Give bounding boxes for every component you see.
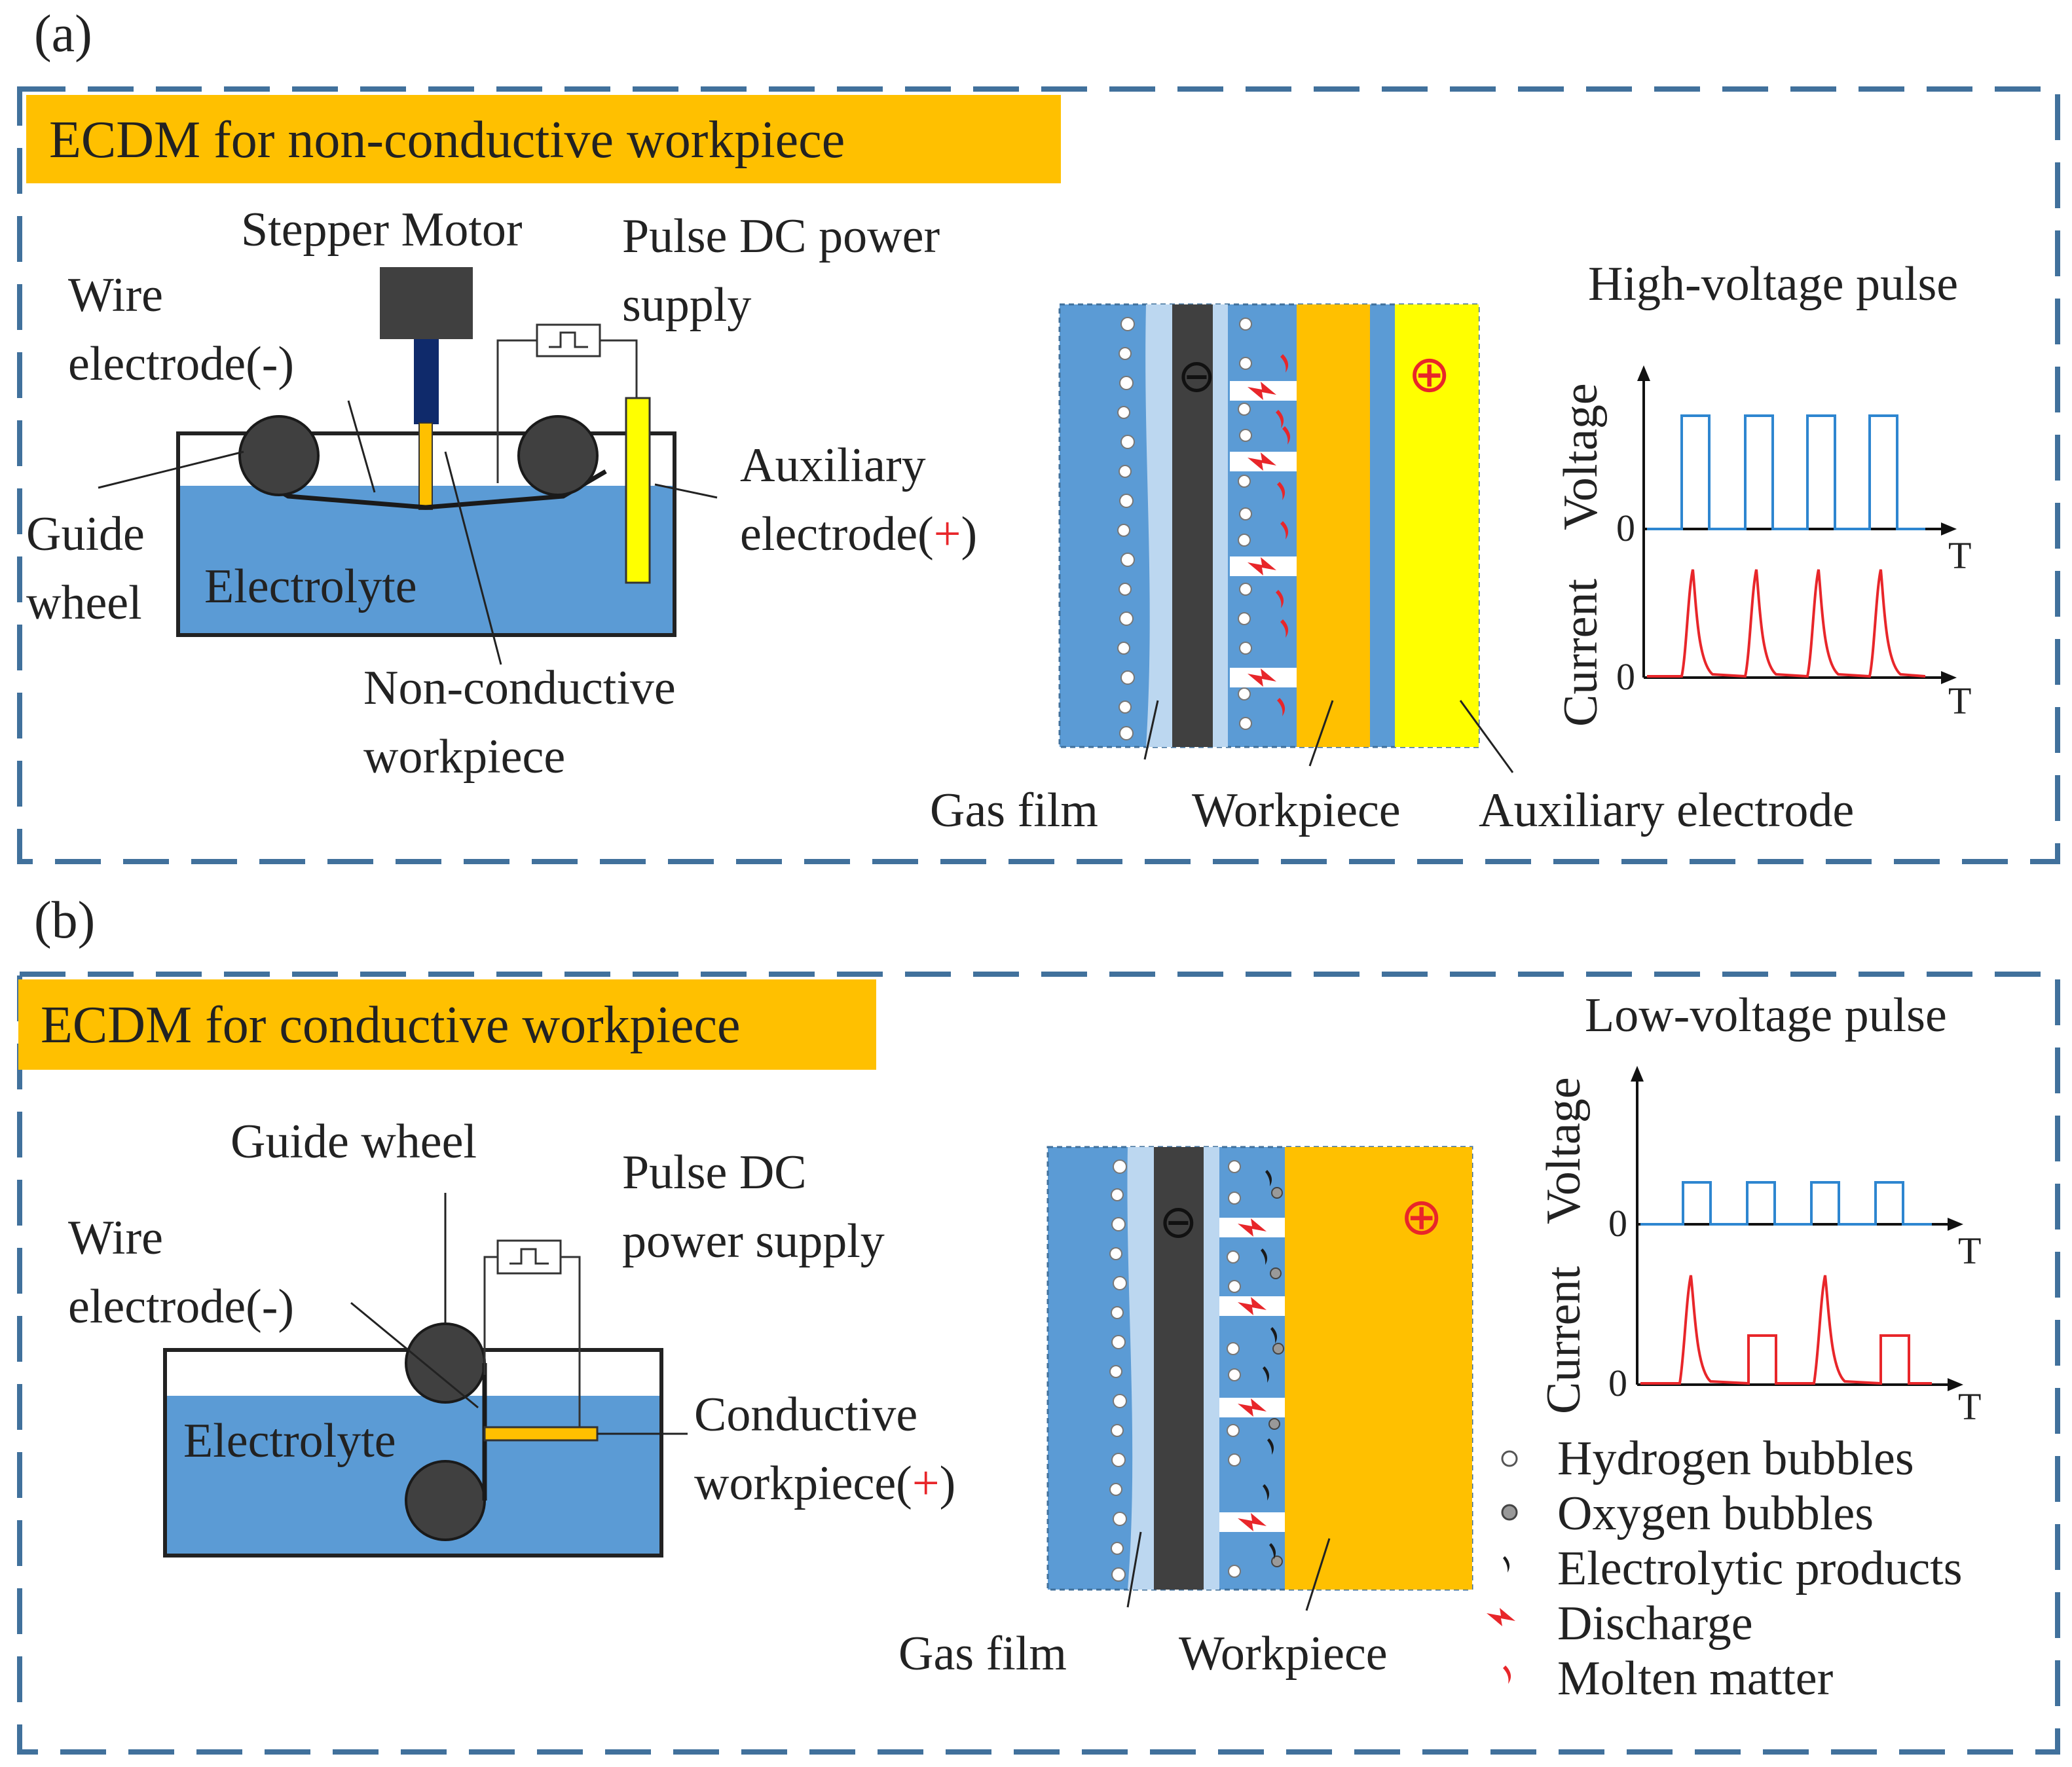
label-guide-a-2: wheel bbox=[26, 576, 142, 630]
label-aux-a-1: Auxiliary bbox=[740, 439, 926, 492]
label-gas-film-a: Gas film bbox=[930, 784, 1098, 837]
panel-a-frame bbox=[17, 86, 2060, 864]
pulse-supply-icon-a bbox=[536, 323, 601, 357]
waveform-b-zero-v: 0 bbox=[1608, 1202, 1627, 1245]
waveform-b-t2: T bbox=[1958, 1385, 1981, 1428]
label-wire-b-1: Wire bbox=[68, 1211, 163, 1265]
legend-hydrogen-icon bbox=[1501, 1450, 1518, 1467]
label-gas-film-b: Gas film bbox=[898, 1627, 1067, 1681]
label-wire-a-2: electrode(-) bbox=[68, 337, 294, 391]
leaders-a2 bbox=[1143, 700, 1514, 773]
panel-b-tag: (b) bbox=[34, 892, 95, 949]
conductive-workpiece-b bbox=[483, 1426, 599, 1442]
panel-b-frame bbox=[17, 972, 2060, 1755]
waveform-b-t1: T bbox=[1958, 1230, 1981, 1272]
voltage-trace-b bbox=[1640, 1181, 1932, 1226]
label-workpiece-b: Workpiece bbox=[1179, 1627, 1388, 1681]
hydrogen-bubbles-a-left bbox=[1117, 317, 1135, 740]
cross-section-a: ⊖ ⊕ bbox=[1058, 303, 1480, 748]
waveform-a-t2: T bbox=[1948, 680, 1971, 722]
label-conductive-1: Conductive bbox=[694, 1388, 917, 1442]
supply-wire-a bbox=[496, 339, 537, 483]
cathode-symbol-b: ⊖ bbox=[1159, 1195, 1198, 1248]
label-stepper-motor: Stepper Motor bbox=[241, 203, 523, 257]
discharge-gaps-b bbox=[1219, 1170, 1285, 1559]
pulse-supply-icon-b bbox=[496, 1239, 562, 1275]
panel-a-banner bbox=[26, 95, 1061, 183]
waveform-a: High-voltage pulse Voltage Current 0 0 T… bbox=[1554, 257, 1971, 727]
label-wire-b-2: electrode(-) bbox=[68, 1280, 294, 1334]
label-conductive-2: workpiece(+) bbox=[694, 1457, 955, 1510]
waveform-a-current-label: Current bbox=[1554, 579, 1608, 727]
supply-wire-b bbox=[483, 1256, 498, 1375]
label-workpiece-a: Workpiece bbox=[1192, 784, 1401, 837]
legend-discharge-label: Discharge bbox=[1557, 1597, 1753, 1650]
legend-discharge-icon bbox=[1487, 1608, 1515, 1626]
label-aux-electrode-a: Auxiliary electrode bbox=[1479, 784, 1854, 837]
label-guide-a-1: Guide bbox=[26, 507, 145, 561]
waveform-a-zero-v: 0 bbox=[1616, 507, 1635, 549]
stepper-motor bbox=[380, 267, 473, 339]
waveform-a-title: High-voltage pulse bbox=[1588, 257, 1958, 311]
motor-shaft bbox=[414, 339, 439, 424]
anode-symbol-a: ⊕ bbox=[1408, 345, 1451, 404]
guide-wheel-left bbox=[238, 415, 320, 496]
label-electrolyte-b: Electrolyte bbox=[183, 1414, 396, 1468]
tank-a bbox=[176, 431, 676, 637]
hydrogen-bubbles-a-right bbox=[1238, 318, 1252, 730]
panel-b-banner-text: ECDM for conductive workpiece bbox=[41, 996, 741, 1054]
waveform-b-voltage-label: Voltage bbox=[1537, 1077, 1591, 1224]
legend-molten-label: Molten matter bbox=[1557, 1652, 1833, 1705]
waveform-b-title: Low-voltage pulse bbox=[1585, 989, 1947, 1042]
supply-wire-a2 bbox=[600, 339, 638, 398]
hydrogen-bubbles-b-left bbox=[1109, 1159, 1127, 1582]
leaders-a bbox=[98, 400, 718, 665]
legend-oxygen-icon bbox=[1501, 1504, 1518, 1521]
leaders-b2 bbox=[1126, 1531, 1331, 1611]
label-pulse-a-2: supply bbox=[622, 278, 751, 332]
legend: Hydrogen bubbles Oxygen bubbles Electrol… bbox=[1487, 1432, 1963, 1705]
label-nonconductive-1: Non-conductive bbox=[363, 661, 676, 715]
legend-hydrogen-label: Hydrogen bubbles bbox=[1557, 1432, 1914, 1485]
guide-wheel-right bbox=[517, 415, 599, 496]
current-trace-b bbox=[1640, 1275, 1932, 1385]
label-nonconductive-2: workpiece bbox=[363, 730, 565, 784]
legend-oxygen-label: Oxygen bubbles bbox=[1557, 1487, 1874, 1540]
label-guide-wheel-b: Guide wheel bbox=[231, 1115, 477, 1169]
cross-section-b: ⊖ ⊕ bbox=[1046, 1146, 1473, 1591]
waveform-b-current-label: Current bbox=[1537, 1266, 1591, 1414]
waveform-a-voltage-label: Voltage bbox=[1554, 383, 1608, 530]
label-pulse-a-1: Pulse DC power bbox=[622, 209, 940, 263]
waveform-b: Low-voltage pulse Voltage Current 0 0 T … bbox=[1537, 989, 1981, 1428]
legend-electrolytic-icon bbox=[1503, 1556, 1510, 1573]
guide-wheel-b-bottom bbox=[405, 1460, 486, 1541]
waveform-a-t1: T bbox=[1948, 534, 1971, 577]
cathode-symbol-a: ⊖ bbox=[1177, 349, 1216, 403]
label-aux-a-2: electrode(+) bbox=[740, 507, 977, 561]
label-pulse-b-1: Pulse DC bbox=[622, 1146, 807, 1199]
legend-electrolytic-label: Electrolytic products bbox=[1557, 1542, 1963, 1595]
anode-symbol-b: ⊕ bbox=[1400, 1188, 1443, 1247]
discharge-gaps-a bbox=[1230, 354, 1297, 716]
panel-b-banner bbox=[18, 979, 876, 1070]
leaders-b bbox=[350, 1193, 688, 1435]
label-pulse-b-2: power supply bbox=[622, 1214, 885, 1268]
wire-holder bbox=[418, 422, 433, 510]
voltage-trace-a bbox=[1647, 414, 1925, 530]
legend-molten-icon bbox=[1503, 1666, 1511, 1684]
waveform-b-zero-c: 0 bbox=[1608, 1362, 1627, 1404]
label-wire-a-1: Wire bbox=[68, 268, 163, 322]
panel-a-tag: (a) bbox=[34, 5, 92, 63]
current-trace-a bbox=[1647, 569, 1926, 678]
auxiliary-electrode-a bbox=[625, 397, 651, 584]
panel-a-banner-text: ECDM for non-conductive workpiece bbox=[49, 111, 845, 169]
oxygen-bubbles-b bbox=[1268, 1187, 1284, 1567]
guide-wheel-b-top bbox=[405, 1322, 486, 1404]
waveform-a-zero-c: 0 bbox=[1616, 655, 1635, 698]
supply-wire-b2 bbox=[561, 1256, 581, 1427]
label-electrolyte-a: Electrolyte bbox=[204, 560, 417, 613]
